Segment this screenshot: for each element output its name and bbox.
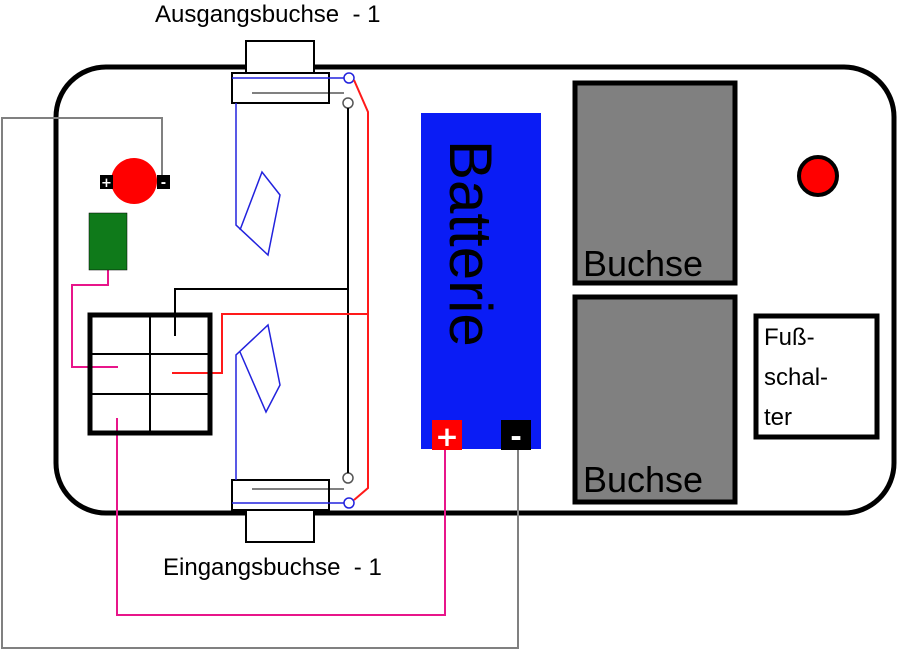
battery-positive-wire [116,418,446,616]
pedal-enclosure [53,64,897,516]
input-jack-sleeve [245,509,315,543]
output-jack-spring [235,103,281,257]
battery: Batterie + - [421,113,541,453]
footswitch-label-line3: ter [764,404,792,431]
led-plus-sign: + [101,176,112,191]
switch-lug-grid [87,312,213,436]
jack-upper-label: Buchse [583,243,703,284]
input-jack-spring [235,323,281,480]
led [111,158,157,204]
jack-lower-label: Buchse [583,459,703,500]
led-resistor-wire [71,270,118,368]
output-jack [231,40,355,109]
input-tip-lug [343,497,355,509]
battery-minus-terminal [501,420,531,450]
footswitch-label-line1: Fuß- [764,324,815,351]
signal-wire-switch [172,313,368,374]
input-jack-label: Eingangsbuchse - 1 [163,554,382,581]
battery-body [421,113,541,449]
input-jack [231,472,355,543]
status-led-indicator: + - [100,158,170,204]
battery-plus-sign: + [435,420,458,453]
front-led [797,155,839,197]
input-sleeve-lug [342,472,354,484]
led-plus-terminal [100,175,113,189]
led-minus-terminal [157,175,170,189]
battery-minus-sign: - [510,420,522,453]
input-jack-body [231,479,330,511]
output-jack-label: Ausgangsbuchse - 1 [155,1,380,28]
jack-upper [572,80,738,286]
output-tip-lug [343,72,355,84]
output-sleeve-lug [342,97,354,109]
footswitch-label-line2: schal- [764,364,828,391]
battery-negative-wire [1,117,519,649]
resistor [88,212,128,271]
battery-label: Batterie [437,140,504,347]
ground-wire [174,288,348,336]
jack-lower [572,294,738,505]
signal-wire-tip [353,79,369,501]
output-jack-sleeve [245,40,315,74]
led-minus-sign: - [161,176,166,191]
battery-plus-terminal [432,420,462,450]
footswitch-box [753,313,880,440]
